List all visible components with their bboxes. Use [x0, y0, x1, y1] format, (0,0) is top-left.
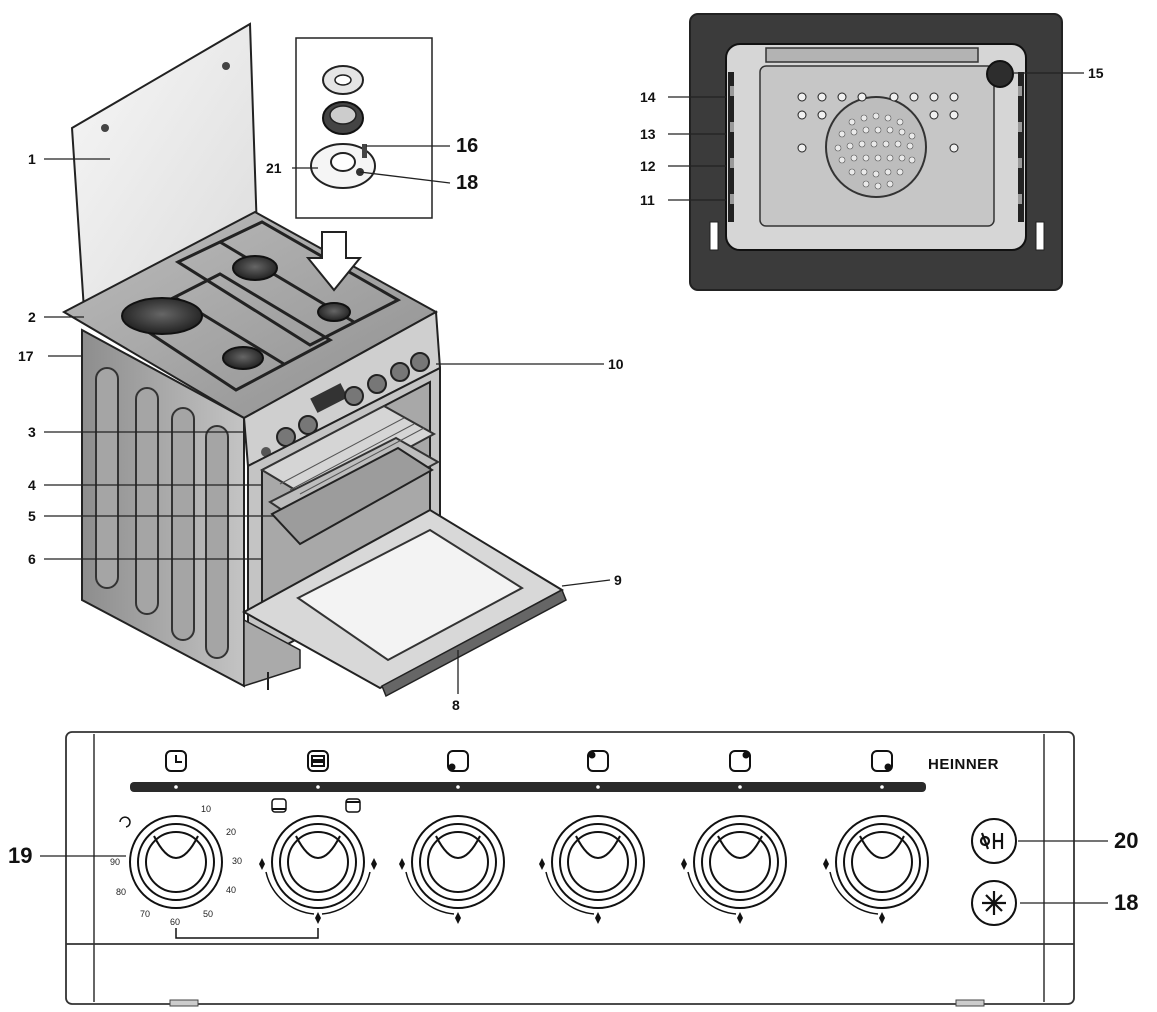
callout-4: 4 [28, 477, 36, 493]
timer-tick-90: 90 [110, 857, 121, 867]
timer-knob[interactable] [130, 816, 222, 908]
callout-19: 19 [8, 843, 33, 868]
callout-18-burner: 18 [456, 172, 479, 194]
callout-1: 1 [28, 151, 36, 167]
oven-interior [689, 13, 1063, 291]
callout-6: 6 [28, 551, 36, 567]
control-panel-drawing [65, 731, 1075, 1007]
callout-5: 5 [28, 508, 36, 524]
timer-tick-50: 50 [203, 909, 214, 919]
burner-knob-front-left[interactable] [412, 816, 504, 908]
leader-lines [40, 72, 1108, 904]
oven-mode-knob[interactable] [272, 816, 364, 908]
timer-tick-10: 10 [201, 804, 212, 814]
oven-light-button[interactable] [972, 819, 1016, 863]
callout-3: 3 [28, 424, 36, 440]
stove-illustration [61, 22, 567, 698]
brand-logo: HEINNER [928, 756, 1000, 773]
callout-8: 8 [452, 697, 460, 713]
burner-knob-front-right[interactable] [836, 816, 928, 908]
callout-21: 21 [266, 160, 282, 176]
callout-10: 10 [608, 356, 624, 372]
timer-tick-30: 30 [232, 856, 243, 866]
timer-tick-20: 20 [226, 827, 237, 837]
burner-knob-rear-left[interactable] [552, 816, 644, 908]
timer-tick-80: 80 [116, 887, 127, 897]
callout-18-panel: 18 [1114, 890, 1139, 915]
ignition-button[interactable] [972, 881, 1016, 925]
callout-2: 2 [28, 309, 36, 325]
callout-17: 17 [18, 348, 34, 364]
callout-12: 12 [640, 158, 656, 174]
burner-detail [295, 37, 433, 219]
callout-15: 15 [1088, 65, 1104, 81]
timer-tick-70: 70 [140, 909, 151, 919]
burner-knob-rear-right[interactable] [694, 816, 786, 908]
callout-9: 9 [614, 572, 622, 588]
timer-tick-60: 60 [170, 917, 181, 927]
callout-14: 14 [640, 89, 656, 105]
callout-20: 20 [1114, 828, 1139, 853]
callout-16: 16 [456, 135, 479, 157]
timer-tick-40: 40 [226, 885, 237, 895]
callout-13: 13 [640, 126, 656, 142]
callout-11: 11 [640, 192, 655, 208]
